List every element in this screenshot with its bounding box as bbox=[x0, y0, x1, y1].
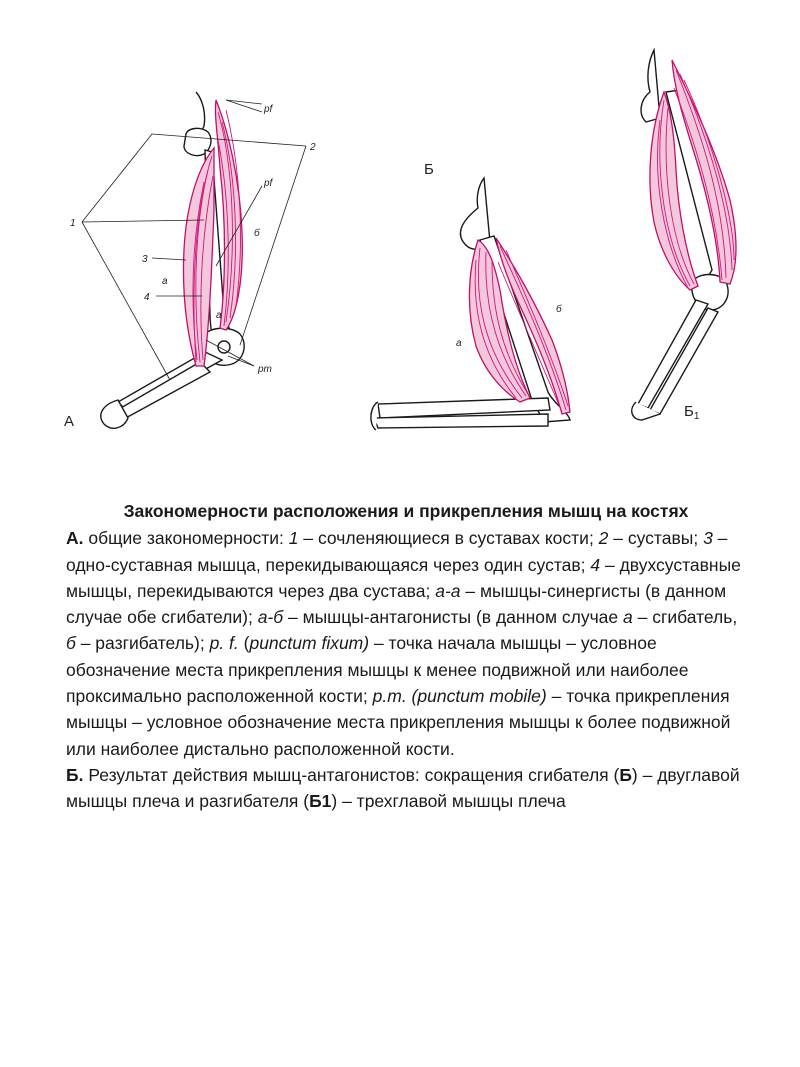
caption-text: – суставы; bbox=[608, 528, 704, 549]
term-latin: punctum fixum) bbox=[249, 633, 370, 654]
ref-letter: а-б bbox=[257, 607, 284, 628]
panel-label-a: А bbox=[64, 413, 74, 430]
caption-text: ( bbox=[238, 633, 250, 654]
label-3: 3 bbox=[142, 254, 148, 265]
figure-caption: Закономерности расположения и прикреплен… bbox=[66, 498, 746, 815]
term-latin: p.m. (punctum mobile) bbox=[372, 686, 547, 707]
panel-label-b: Б bbox=[424, 161, 434, 178]
ref-letter: б bbox=[66, 633, 76, 654]
term-abbr: p. f. bbox=[209, 633, 239, 654]
ref-letter: а-а bbox=[435, 580, 461, 601]
label-a-panel-b: а bbox=[456, 338, 462, 349]
caption-text: ) – трехглавой мышцы плеча bbox=[331, 791, 566, 812]
label-b-panel-b: б bbox=[556, 303, 562, 315]
label-pf-mid: pf bbox=[263, 178, 274, 189]
caption-text: общие закономерности: bbox=[83, 528, 289, 549]
caption-body: А. общие закономерности: 1 – сочленяющие… bbox=[66, 525, 746, 814]
caption-text: – точка начала мышцы – условное обозначе… bbox=[66, 633, 689, 707]
ref-number: 4 bbox=[590, 554, 601, 575]
caption-text: ) – двуглавой мышцы плеча и разгибателя … bbox=[66, 764, 740, 812]
caption-text: – сгибатель, bbox=[632, 607, 738, 628]
label-a-upper: а bbox=[162, 276, 168, 287]
caption-text: – мышцы-синергисты (в данном случае обе … bbox=[66, 580, 727, 628]
ref-panel: Б1 bbox=[309, 791, 332, 812]
ref-number: 1 bbox=[288, 528, 299, 549]
caption-text: – разгибатель); bbox=[75, 633, 210, 654]
panel-b-illustration: а б Б bbox=[370, 161, 571, 431]
caption-text: – точка прикрепления мышцы – условное об… bbox=[66, 686, 731, 759]
section-b-label: Б. bbox=[66, 764, 84, 785]
ref-panel: Б bbox=[619, 764, 632, 785]
label-pm: pm bbox=[257, 364, 272, 375]
anatomy-figure: pf 2 pf 1 б 3 а 4 а pm А а б Б bbox=[64, 47, 737, 431]
caption-text: – сочленяющиеся в суставах кости; bbox=[298, 528, 599, 549]
label-b-panel-a: б bbox=[254, 227, 260, 239]
panel-a-illustration: pf 2 pf 1 б 3 а 4 а pm А bbox=[64, 91, 316, 430]
label-a-lower: а bbox=[216, 310, 222, 321]
panel-label-b1-subscript: 1 bbox=[694, 411, 700, 422]
ref-number: 2 bbox=[598, 528, 609, 549]
label-1: 1 bbox=[70, 218, 76, 229]
caption-text: – мышцы-антагонисты (в данном случае bbox=[283, 607, 624, 628]
caption-text: – двухсуставные мышцы, перекидываются че… bbox=[66, 554, 741, 601]
caption-title: Закономерности расположения и прикреплен… bbox=[123, 501, 689, 521]
caption-text: Результат действия мышц-антагонистов: со… bbox=[83, 764, 620, 785]
label-4: 4 bbox=[144, 292, 150, 303]
caption-text: – одно-суставная мышца, перекидывающаяся… bbox=[66, 528, 728, 575]
panel-b1-illustration: Б1 bbox=[631, 47, 737, 422]
label-2: 2 bbox=[309, 142, 316, 153]
section-a-label: А. bbox=[66, 528, 84, 549]
panel-label-b1: Б1 bbox=[684, 403, 700, 422]
ref-letter: а bbox=[623, 607, 633, 628]
ref-number: 3 bbox=[703, 528, 713, 549]
label-pf-top: pf bbox=[263, 104, 274, 115]
